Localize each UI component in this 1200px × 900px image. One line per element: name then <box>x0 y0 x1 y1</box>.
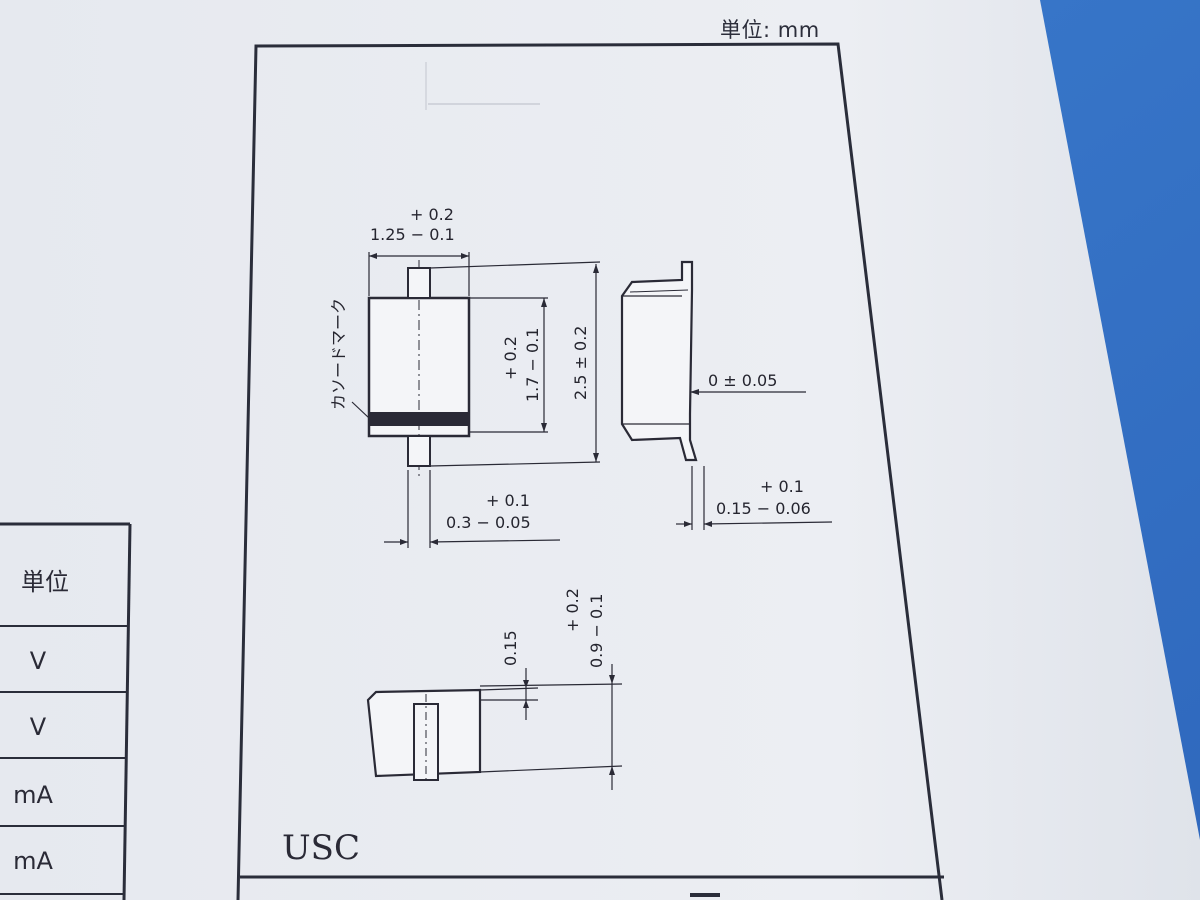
cathode-mark-label: カソードマーク <box>329 298 348 410</box>
lead-top <box>407 267 431 299</box>
dim-height-tol-plus: + 0.2 <box>563 588 582 632</box>
dim-body-len-main: 1.7 − 0.1 <box>523 328 542 402</box>
dim-body-len-tol-plus: + 0.2 <box>501 336 520 380</box>
dim-lead-t-tol-plus: + 0.1 <box>760 477 804 496</box>
drawing-frame <box>236 42 944 900</box>
dim-standoff: 0 ± 0.05 <box>708 371 777 390</box>
unit-label: 単位: mm <box>720 18 820 42</box>
dim-width-tol-plus: + 0.2 <box>410 205 454 224</box>
units-table-grid <box>0 522 132 900</box>
units-table-row: V <box>29 713 47 741</box>
dim-height-main: 0.9 − 0.1 <box>587 594 606 668</box>
dim-lead-t-main: 0.15 − 0.06 <box>716 499 811 518</box>
units-table-row: mA <box>13 847 53 875</box>
dim-lead-w-tol-plus: + 0.1 <box>486 491 530 510</box>
dim-gap: 0.15 <box>501 630 520 666</box>
package-name: USC <box>282 828 360 868</box>
cathode-band <box>369 412 469 426</box>
dim-width-main: 1.25 − 0.1 <box>370 225 455 244</box>
units-table-row: mA <box>13 781 53 809</box>
dim-total-len: 2.5 ± 0.2 <box>571 326 590 400</box>
dim-lead-w-main: 0.3 − 0.05 <box>446 513 531 532</box>
lead-bottom <box>407 435 431 467</box>
units-table-header: 単位 <box>21 567 69 596</box>
units-table-row: V <box>29 647 47 675</box>
component-side-view <box>620 260 698 462</box>
